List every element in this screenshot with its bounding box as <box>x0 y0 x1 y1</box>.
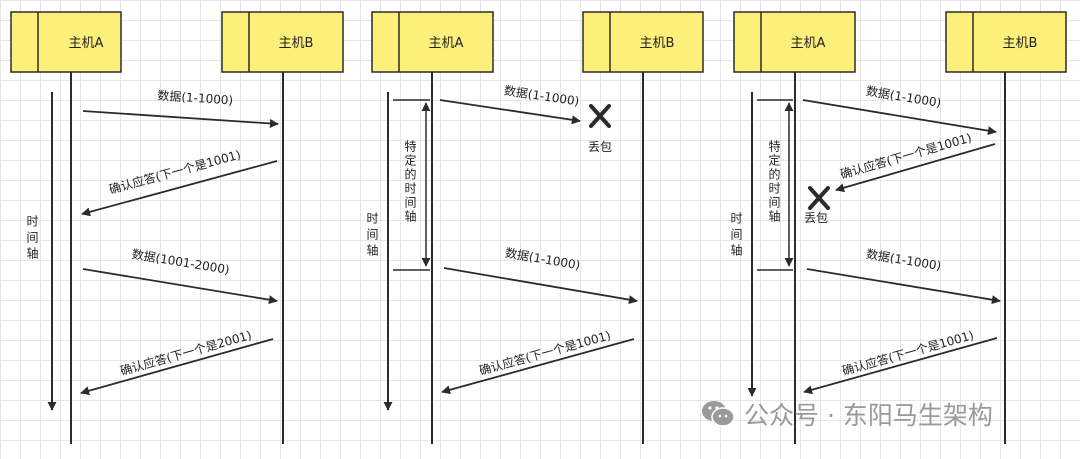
timeout-label: 特定的时间轴 <box>767 139 781 224</box>
message-arrow <box>806 268 1001 305</box>
message-label: 数据(1001-2000) <box>131 246 231 277</box>
message-arrow <box>443 267 638 305</box>
host-b-box: 主机B <box>221 11 344 73</box>
message-arrow <box>80 338 274 396</box>
message-label: 数据(1-1000) <box>865 246 942 273</box>
message-arrow <box>802 99 997 136</box>
timeout-bracket <box>757 99 794 271</box>
host-a-label: 主机A <box>69 36 104 51</box>
message-arrow <box>81 160 278 217</box>
message-arrow <box>82 110 279 128</box>
message-label: 数据(1-1000) <box>503 83 580 109</box>
message-arrow <box>803 337 998 395</box>
host-b-label: 主机B <box>640 36 675 51</box>
message-label: 数据(1-1000) <box>504 245 581 273</box>
wechat-icon <box>702 401 735 427</box>
diagram-data-loss: 主机A 主机B 时间轴 特定的时间轴 数据(1-1000) 丢包 数据(1-10… <box>365 11 704 444</box>
host-a-box: 主机A <box>371 11 494 73</box>
diagram-normal-ack: 主机A 主机B 时间轴 数据(1-1000) 确认应答(下一个是1001) 数据… <box>10 11 344 444</box>
message-label: 确认应答(下一个是1001) <box>477 327 612 378</box>
host-a-box: 主机A <box>733 11 856 73</box>
message-arrow <box>439 99 581 125</box>
message-label: 数据(1-1000) <box>157 88 234 108</box>
diagram-ack-loss: 主机A 主机B 时间轴 特定的时间轴 数据(1-1000) 确认应答(下一个是1… <box>729 11 1067 444</box>
host-a-label: 主机A <box>429 36 464 51</box>
timeout-label: 特定的时间轴 <box>403 139 417 224</box>
time-axis-label: 时间轴 <box>365 212 379 260</box>
host-a-box: 主机A <box>10 11 122 73</box>
loss-label: 丢包 <box>804 211 828 225</box>
loss-x-icon <box>808 186 830 210</box>
watermark-text: 公众号 · 东阳马生架构 <box>744 401 993 430</box>
host-a-label: 主机A <box>791 36 826 51</box>
message-label: 确认应答(下一个是1001) <box>840 327 975 378</box>
message-label: 数据(1-1000) <box>865 83 942 110</box>
watermark: 公众号 · 东阳马生架构 <box>700 392 993 436</box>
message-arrow <box>82 268 278 305</box>
host-b-label: 主机B <box>1003 36 1038 51</box>
time-axis-label: 时间轴 <box>729 212 743 260</box>
loss-label: 丢包 <box>588 140 612 154</box>
message-arrow <box>835 143 996 193</box>
message-arrow <box>441 338 635 395</box>
host-b-box: 主机B <box>582 11 704 73</box>
message-label: 确认应答(下一个是2001) <box>118 327 253 378</box>
host-b-label: 主机B <box>279 36 314 51</box>
timeout-bracket <box>393 99 431 271</box>
host-b-box: 主机B <box>945 11 1067 73</box>
time-axis-label: 时间轴 <box>25 215 39 263</box>
loss-x-icon <box>589 104 611 128</box>
